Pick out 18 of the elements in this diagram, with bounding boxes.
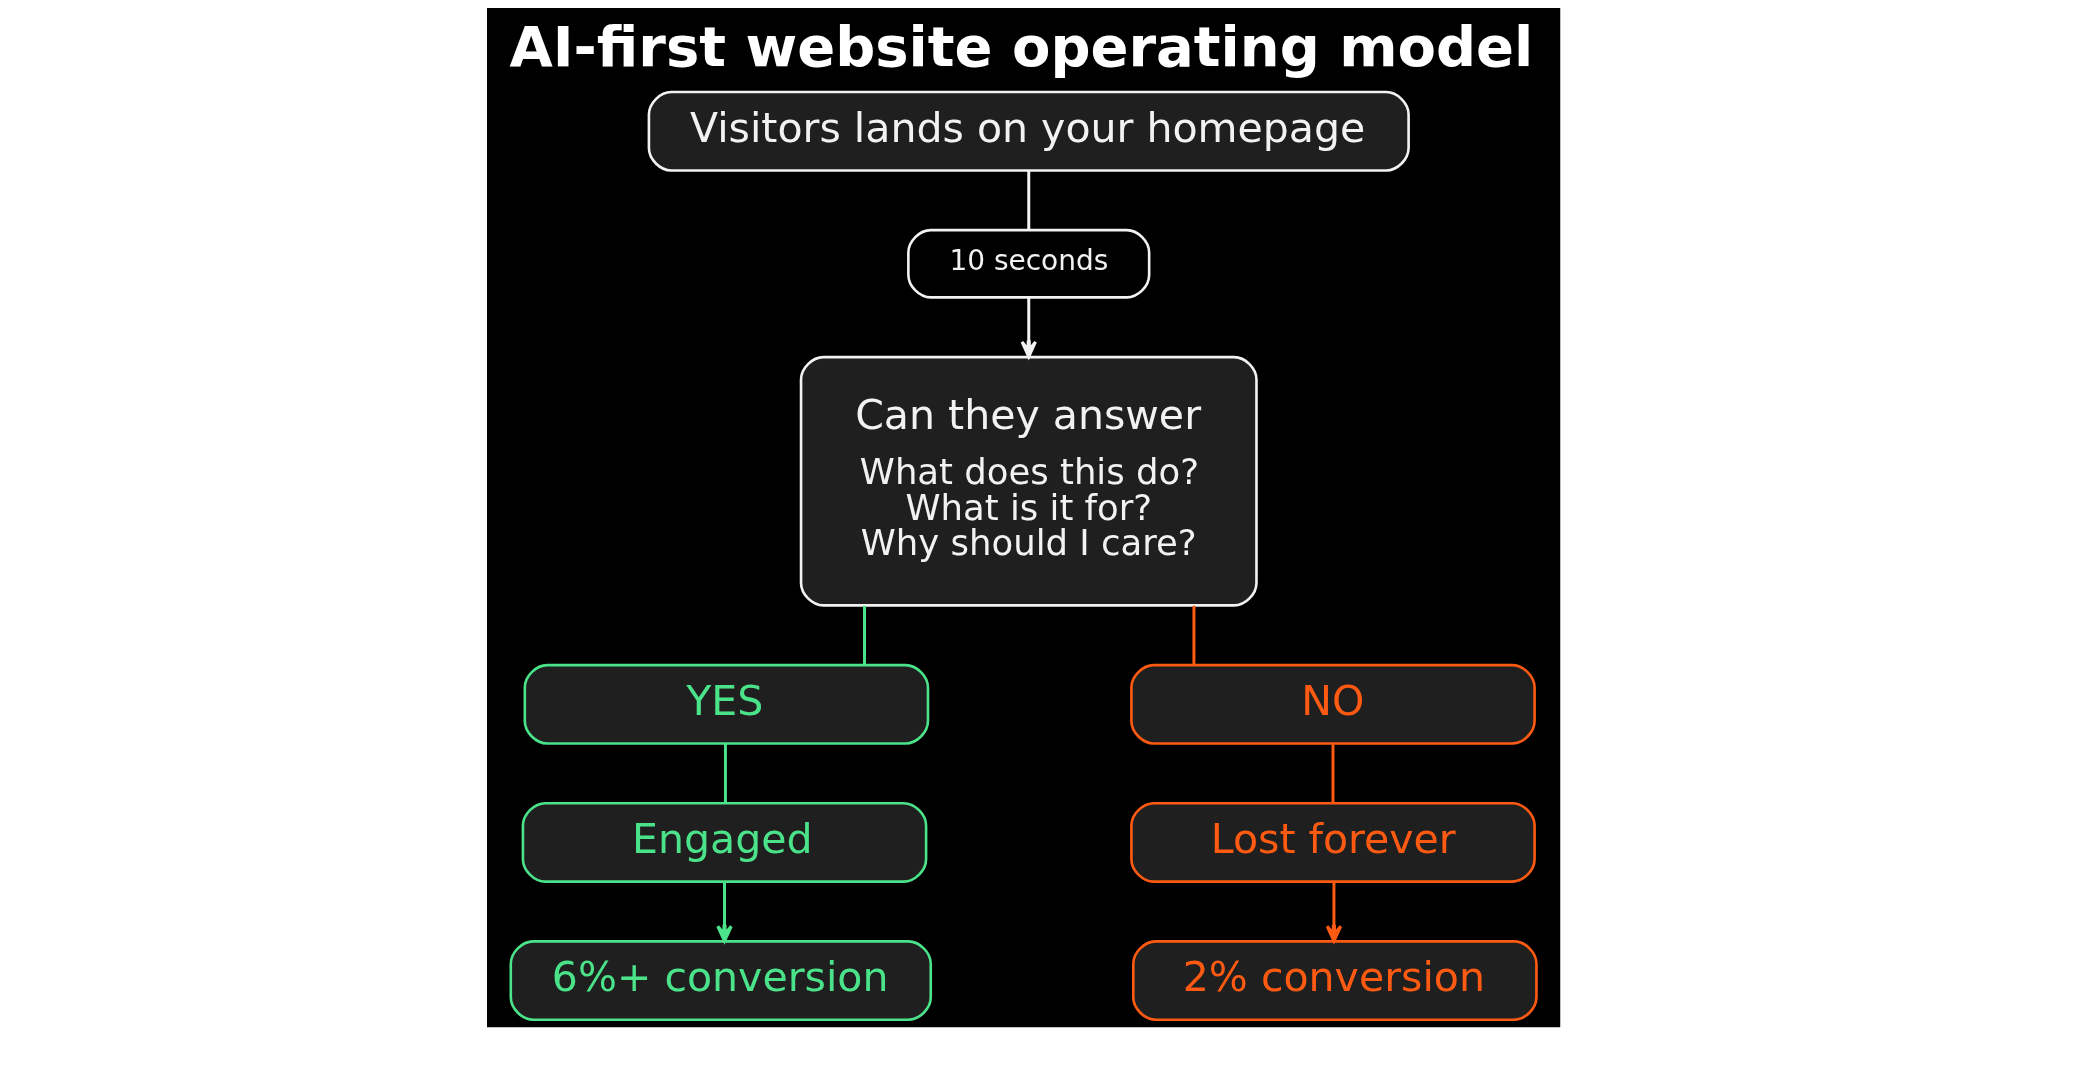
connector bbox=[1191, 605, 1195, 665]
node-box: 2% conversion bbox=[1131, 940, 1538, 1021]
arrow bbox=[1020, 297, 1037, 359]
connector bbox=[1331, 743, 1334, 804]
connector bbox=[723, 743, 727, 804]
diagram-title: AI-first website operating model bbox=[508, 13, 1533, 79]
node-box: Lost forever bbox=[1129, 801, 1536, 883]
connector bbox=[862, 605, 866, 665]
connector bbox=[1026, 171, 1030, 230]
arrow bbox=[715, 881, 733, 943]
node-box: NO bbox=[1129, 663, 1536, 745]
node-box: 10 seconds bbox=[906, 228, 1150, 299]
node-box: Can they answer What does this do? What is it for? Why should I care? bbox=[799, 355, 1258, 607]
node-box: 6%+ conversion bbox=[509, 940, 932, 1021]
node-box: Visitors lands on your homepage bbox=[647, 90, 1410, 172]
arrow bbox=[1325, 881, 1342, 943]
node-box: Engaged bbox=[521, 801, 927, 883]
node-box: YES bbox=[523, 663, 929, 745]
